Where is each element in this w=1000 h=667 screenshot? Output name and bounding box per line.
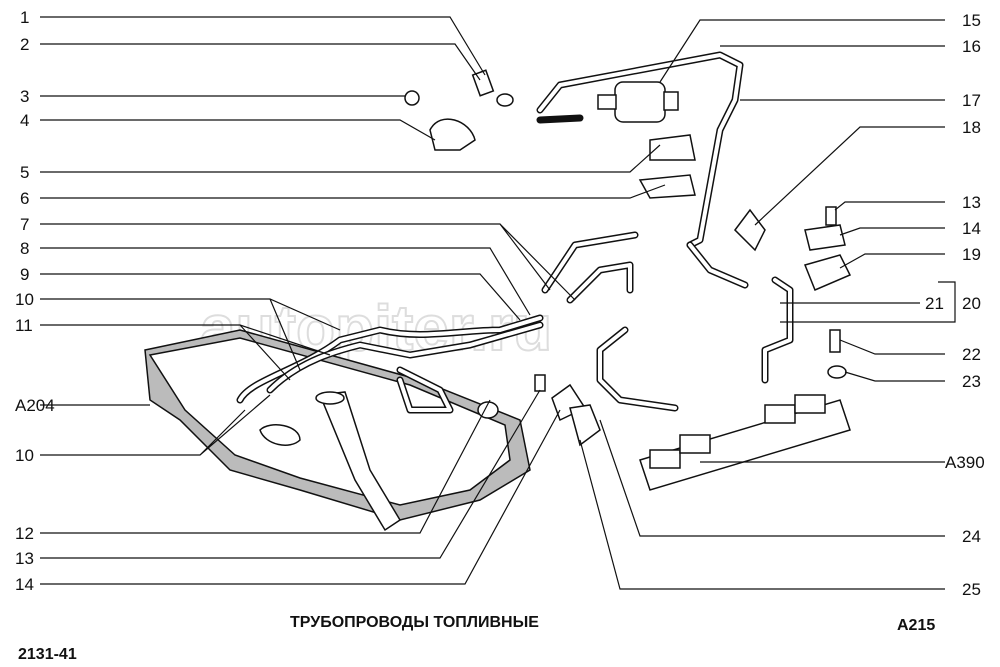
leader-lines	[40, 16, 956, 590]
callout-15: 15	[962, 11, 981, 30]
callout-21: 21	[925, 294, 944, 313]
callout-8: 8	[20, 239, 29, 258]
callout-6: 6	[20, 189, 29, 208]
callout-9: 9	[20, 265, 29, 284]
callout-11: 11	[15, 316, 33, 335]
callout-16: 16	[962, 37, 981, 56]
page-code: A215	[897, 617, 935, 634]
callout-2: 2	[20, 35, 29, 54]
callout-14: 14	[15, 575, 34, 594]
right-callouts: 15 16 17 18 13 14 19 21 20 22 23 A390 24…	[925, 11, 985, 599]
callout-10b: 10	[15, 446, 34, 465]
fuel-tank	[144, 329, 531, 532]
fuel-rail	[639, 394, 851, 491]
left-callouts: 1 2 3 4 5 6 7 8 9 10 11 A204 10 12 13 14	[15, 8, 55, 594]
callout-17: 17	[962, 91, 981, 110]
callout-18: 18	[962, 118, 981, 137]
callout-24: 24	[962, 527, 981, 546]
callout-25: 25	[962, 580, 981, 599]
callout-7: 7	[20, 215, 29, 234]
diagram-title: ТРУБОПРОВОДЫ ТОПЛИВНЫЕ	[290, 614, 539, 631]
callout-1: 1	[20, 8, 29, 27]
fuel-filter	[597, 81, 679, 123]
small-parts	[404, 69, 852, 447]
callout-3: 3	[20, 87, 29, 106]
callout-13: 13	[15, 549, 34, 568]
fuel-pipes	[236, 51, 794, 414]
callout-20: 20	[962, 294, 981, 313]
callout-13r: 13	[962, 193, 981, 212]
callout-4: 4	[20, 111, 29, 130]
catalog-code: 2131-41	[18, 646, 77, 663]
callout-a390: A390	[945, 453, 985, 472]
callout-22: 22	[962, 345, 981, 364]
callout-19: 19	[962, 245, 981, 264]
callout-14r: 14	[962, 219, 981, 238]
callout-10: 10	[15, 290, 34, 309]
callout-12: 12	[15, 524, 34, 543]
callout-a204: A204	[15, 396, 55, 415]
callout-5: 5	[20, 163, 29, 182]
callout-23: 23	[962, 372, 981, 391]
